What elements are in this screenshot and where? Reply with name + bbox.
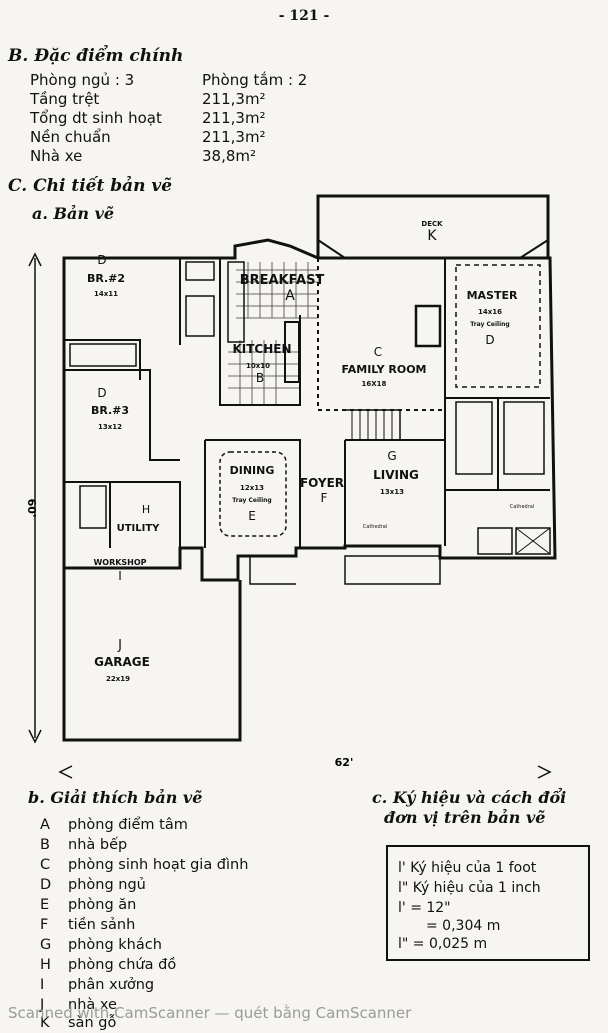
deck-letter: K xyxy=(427,228,437,244)
section-c-heading: C. Chi tiết bản vẽ xyxy=(8,176,173,196)
spec-table: Phòng ngủ : 3 Phòng tắm : 2 Tầng trệt 21… xyxy=(30,70,330,170)
garage-size: 22x19 xyxy=(106,675,130,683)
width-dimension-arrows xyxy=(58,765,552,779)
unit-line: = 0,304 m xyxy=(426,918,501,934)
floor-plan: DECK K D BR.#2 14x11 BREAKFAST A MASTER … xyxy=(25,194,557,766)
spec-label: Tầng trệt xyxy=(30,90,100,108)
spec-label: Nền chuẩn xyxy=(30,128,111,146)
family-label: FAMILY ROOM xyxy=(341,363,426,376)
kitchen-size: 10x10 xyxy=(246,362,270,370)
workshop-label: WORKSHOP xyxy=(93,558,146,567)
unit-line: l" = 0,025 m xyxy=(398,936,488,952)
units-box: l' Ký hiệu của 1 foot l" Ký hiệu của 1 i… xyxy=(386,845,590,961)
family-letter: C xyxy=(374,345,382,359)
spec-row: Phòng ngủ : 3 Phòng tắm : 2 xyxy=(30,70,330,90)
unit-line: l" Ký hiệu của 1 inch xyxy=(398,880,541,896)
utility-label: UTILITY xyxy=(117,523,161,534)
spec-row: Nhà xe 38,8m² xyxy=(30,146,330,166)
spec-label: Nhà xe xyxy=(30,147,83,165)
foyer-label: FOYER xyxy=(300,476,344,490)
living-letter: G xyxy=(387,449,396,463)
master-size: 14x16 xyxy=(478,308,502,316)
unit-line: l' Ký hiệu của 1 foot xyxy=(398,860,537,876)
garage-label: GARAGE xyxy=(94,655,150,669)
dining-letter: E xyxy=(248,509,256,523)
spec-value: Phòng tắm : 2 xyxy=(202,71,308,89)
br3-letter: D xyxy=(97,386,106,400)
width-dimension-label: 62' xyxy=(335,756,354,766)
spec-row: Tầng trệt 211,3m² xyxy=(30,89,330,109)
br3-label: BR.#3 xyxy=(91,404,129,417)
breakfast-label: BREAKFAST xyxy=(240,273,325,288)
units-heading-line1: c. Ký hiệu và cách đổi xyxy=(372,788,567,807)
garage-outline xyxy=(62,568,242,742)
page-number: - 121 - xyxy=(278,8,330,24)
breakfast-letter: A xyxy=(285,288,295,304)
units-heading-line2: đơn vị trên bản vẽ xyxy=(384,808,546,827)
section-b-heading: B. Đặc điểm chính xyxy=(8,46,184,66)
master-letter: D xyxy=(485,333,494,347)
garage-letter: J xyxy=(117,638,122,653)
spec-row: Tổng dt sinh hoạt 211,3m² xyxy=(30,108,330,128)
living-note: Cathedral xyxy=(363,524,387,530)
family-size: 16X18 xyxy=(362,380,387,388)
workshop-letter: I xyxy=(118,569,122,583)
dining-size: 12x13 xyxy=(240,484,264,492)
master-label: MASTER xyxy=(467,289,518,302)
living-size: 13x13 xyxy=(380,488,404,496)
spec-value: 211,3m² xyxy=(202,109,266,127)
spec-value: 211,3m² xyxy=(202,90,266,108)
foyer-letter: F xyxy=(321,491,328,505)
height-dimension-label: 60' xyxy=(25,499,38,518)
master-note: Tray Ceiling xyxy=(470,321,509,328)
kitchen-letter: B xyxy=(256,371,264,385)
drawing-subheading: a. Bản vẽ xyxy=(32,204,115,223)
bath-note: Cathedral xyxy=(510,504,534,510)
legend-heading: b. Giải thích bản vẽ xyxy=(28,788,203,807)
dining-note: Tray Ceiling xyxy=(232,497,271,504)
br2-label: BR.#2 xyxy=(87,272,125,285)
spec-label: Tổng dt sinh hoạt xyxy=(30,109,162,127)
br3-size: 13x12 xyxy=(98,423,122,431)
br2-letter: D xyxy=(97,253,106,267)
unit-line: l' = 12" xyxy=(398,900,451,916)
scanner-watermark: Scanned with CamScanner — quét bằng CamS… xyxy=(8,1004,412,1022)
kitchen-label: KITCHEN xyxy=(232,342,291,356)
living-label: LIVING xyxy=(373,468,419,482)
deck-outline xyxy=(316,194,550,258)
spec-label: Phòng ngủ : 3 xyxy=(30,71,135,89)
house-outline xyxy=(62,238,557,582)
spec-value: 211,3m² xyxy=(202,128,266,146)
spec-row: Nền chuẩn 211,3m² xyxy=(30,127,330,147)
deck-label: DECK xyxy=(421,220,443,228)
utility-letter: H xyxy=(142,503,150,516)
br2-size: 14x11 xyxy=(94,290,118,298)
dining-label: DINING xyxy=(230,464,275,477)
spec-value: 38,8m² xyxy=(202,147,257,165)
